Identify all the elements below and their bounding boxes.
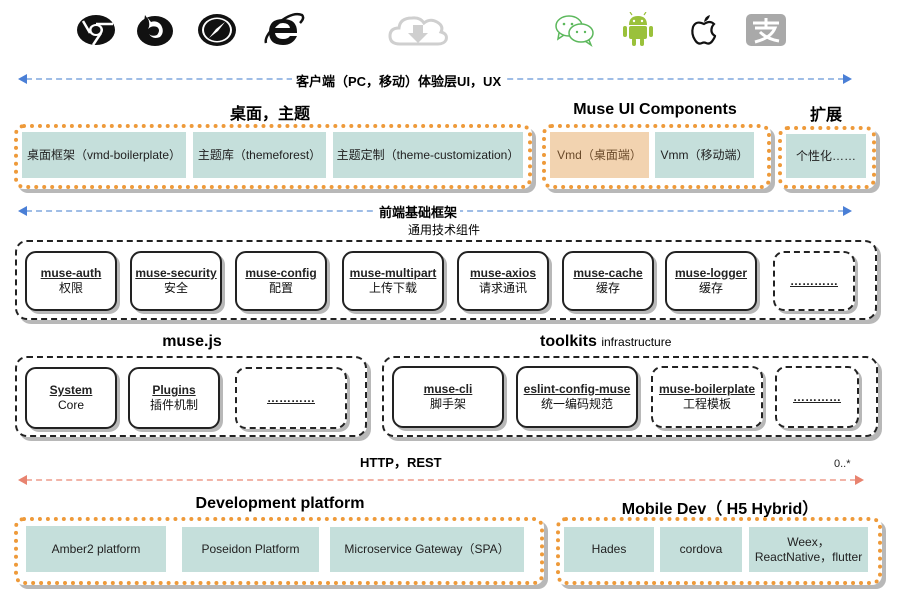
module-name: Plugins	[152, 383, 196, 397]
dev-platform-item-poseidon: Poseidon Platform	[182, 527, 319, 572]
frontend-base-subtitle: 通用技术组件	[408, 223, 481, 237]
module-desc: 插件机制	[149, 398, 198, 412]
dev-platform-section-title: Development platform	[195, 495, 365, 512]
toolkits-section-title: toolkits infrastructure	[540, 333, 720, 351]
module-muse-cli[interactable]: muse-cli 脚手架	[392, 366, 504, 428]
http-rest-label: HTTP，REST	[356, 452, 446, 471]
module-name: muse-cache	[573, 266, 643, 280]
module-desc: Core	[57, 398, 84, 412]
dev-platform-item-amber2: Amber2 platform	[26, 526, 166, 572]
module-desc: 权限	[58, 281, 83, 295]
mobile-dev-group: Hades cordova Weex， ReactNative，flutter	[556, 517, 882, 585]
module-muse-auth[interactable]: muse-auth 权限	[25, 251, 117, 311]
toolkits-subtitle: infrastructure	[601, 335, 672, 349]
module-eslint-config-muse[interactable]: eslint-config-muse 统一编码规范	[516, 366, 638, 428]
module-name: …………	[793, 389, 841, 404]
android-icon	[616, 10, 660, 50]
module-name: muse-auth	[40, 266, 102, 280]
muse-ui-group: Vmd（桌面端） Vmm（移动端）	[542, 124, 771, 189]
safari-icon	[195, 10, 239, 50]
module-desc: 工程模板	[682, 397, 731, 411]
module-toolkits-more[interactable]: …………	[775, 366, 859, 428]
muse-ui-item-vmm: Vmm（移动端）	[655, 132, 754, 178]
dev-platform-item-microservice-gateway: Microservice Gateway（SPA）	[330, 527, 524, 572]
module-system[interactable]: System Core	[25, 367, 117, 429]
desktop-item-theme-customization: 主题定制（theme-customization）	[333, 132, 523, 178]
module-name: System	[49, 383, 93, 397]
muse-ui-section-title: Muse UI Components	[573, 101, 737, 118]
muse-ui-item-vmd: Vmd（桌面端）	[550, 132, 649, 178]
firefox-icon	[133, 10, 177, 50]
dev-platform-group: Amber2 platform Poseidon Platform Micros…	[14, 517, 544, 585]
module-desc: 统一编码规范	[540, 397, 613, 411]
alipay-icon	[744, 10, 788, 50]
ie-icon	[262, 10, 306, 50]
module-desc: 脚手架	[429, 397, 466, 411]
module-name: …………	[267, 390, 315, 405]
module-name: muse-logger	[674, 266, 747, 280]
extension-section-title: 扩展	[809, 107, 842, 124]
module-name: muse-boilerplate	[658, 382, 756, 396]
module-muse-boilerplate[interactable]: muse-boilerplate 工程模板	[651, 366, 763, 428]
module-desc: 配置	[268, 281, 293, 295]
chrome-icon	[74, 10, 118, 50]
module-desc: 请求通讯	[478, 281, 527, 295]
module-name: …………	[790, 273, 838, 288]
toolkits-title: toolkits	[540, 333, 597, 350]
module-desc: 安全	[163, 281, 188, 295]
http-rest-arrow	[18, 475, 864, 485]
mobile-dev-item-hades: Hades	[564, 527, 654, 572]
desktop-item-themeforest: 主题库（themeforest）	[193, 132, 326, 178]
cloud-download-icon	[382, 10, 456, 50]
module-muse-axios[interactable]: muse-axios 请求通讯	[457, 251, 549, 311]
module-muse-cache[interactable]: muse-cache 缓存	[562, 251, 654, 311]
module-desc: 上传下载	[368, 281, 417, 295]
mobile-dev-item-weex-reactnative-flutter: Weex， ReactNative，flutter	[749, 527, 868, 572]
mobile-dev-item-cordova: cordova	[660, 527, 742, 572]
module-muse-multipart[interactable]: muse-multipart 上传下载	[342, 251, 444, 311]
client-layer-label: 客户端（PC，移动）体验层UI，UX	[292, 71, 506, 90]
module-desc: 缓存	[595, 281, 620, 295]
module-desc: 缓存	[698, 281, 723, 295]
apple-icon	[682, 10, 726, 50]
frontend-base-label: 前端基础框架	[376, 202, 461, 221]
module-muse-security[interactable]: muse-security 安全	[130, 251, 222, 311]
wechat-icon	[553, 10, 597, 50]
module-name: muse-multipart	[349, 266, 437, 280]
desktop-section-title: 桌面，主题	[229, 106, 310, 123]
module-name: muse-axios	[469, 266, 537, 280]
module-name: muse-cli	[423, 382, 473, 396]
cell-line: ReactNative，flutter	[754, 549, 863, 564]
desktop-group: 桌面框架（vmd-boilerplate） 主题库（themeforest） 主…	[14, 124, 532, 189]
module-name: muse-config	[245, 266, 317, 280]
multiplicity-label: 0..*	[834, 458, 851, 470]
module-muse-config[interactable]: muse-config 配置	[235, 251, 327, 311]
module-musejs-more[interactable]: …………	[235, 367, 347, 429]
module-muse-logger[interactable]: muse-logger 缓存	[665, 251, 757, 311]
module-more[interactable]: …………	[773, 251, 855, 311]
musejs-section-title: muse.js	[162, 333, 222, 350]
module-plugins[interactable]: Plugins 插件机制	[128, 367, 220, 429]
mobile-dev-section-title: Mobile Dev（ H5 Hybrid）	[621, 501, 819, 518]
module-name: eslint-config-muse	[523, 382, 631, 396]
module-name: muse-security	[135, 266, 217, 280]
extension-item-personalization: 个性化……	[786, 134, 866, 178]
cell-line: Weex，	[787, 534, 830, 549]
extension-group: 个性化……	[778, 126, 876, 189]
desktop-item-vmd-boilerplate: 桌面框架（vmd-boilerplate）	[22, 132, 186, 178]
